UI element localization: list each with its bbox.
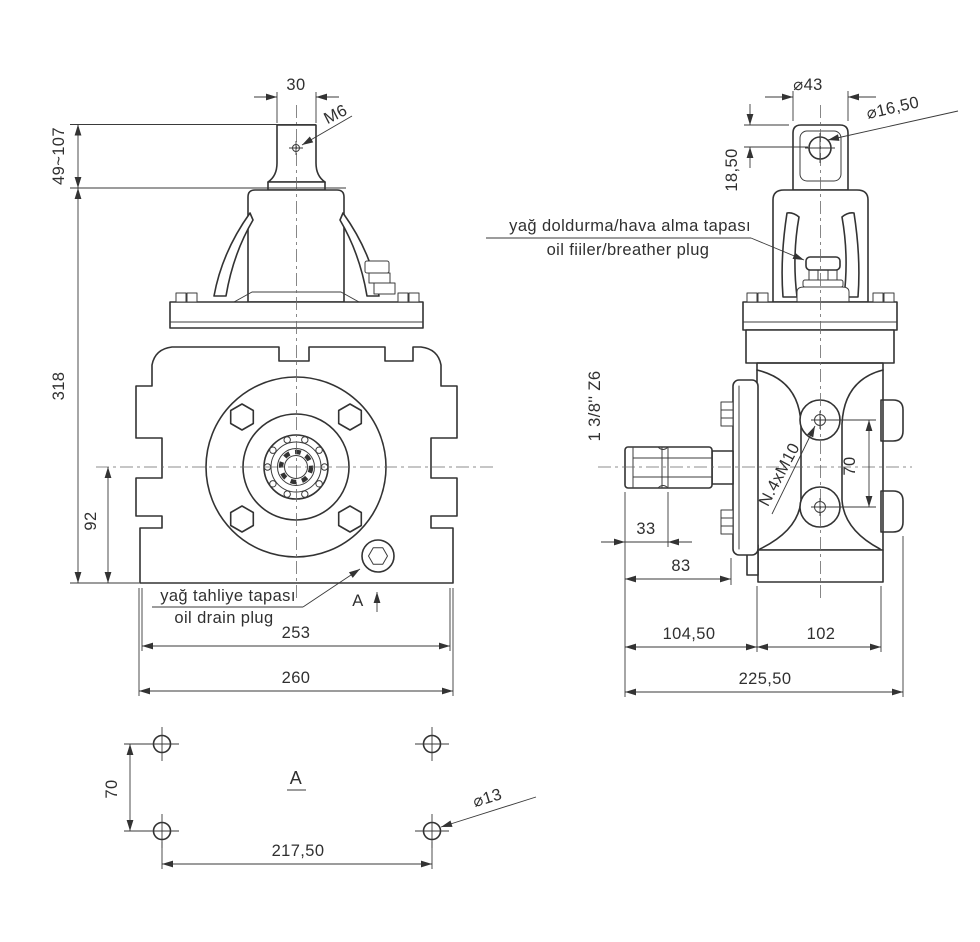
filler-plug-front-step1: [364, 260, 390, 274]
dim-70-bottom: 70: [103, 779, 121, 798]
side-cover-bolt: [746, 292, 758, 303]
oil-filler-label-tr: yağ doldurma/hava alma tapası: [509, 217, 751, 235]
dim-104-50: 104,50: [663, 625, 716, 643]
flange-bolt-side: [720, 509, 734, 535]
dim-33: 33: [636, 520, 655, 538]
flange-bolt-hex: [229, 403, 255, 431]
thread-label-m6: M6: [321, 101, 350, 128]
flange-bolt-hex: [337, 505, 363, 533]
filler-plug-hex: [808, 269, 838, 281]
cover-bolt: [175, 292, 187, 303]
spline-size-label: 1 3/8'' Z6: [586, 371, 604, 442]
side-cover-band: [742, 301, 898, 331]
side-view: [624, 124, 904, 583]
side-cover-bolt: [872, 292, 884, 303]
side-gusset-right: [841, 212, 860, 298]
gusset-right: [339, 212, 380, 297]
dimensions-bottom: 70 A ⌀13 217,50: [103, 743, 537, 869]
oil-filler-label-en: oil fiiler/breather plug: [547, 241, 710, 259]
filler-plug-cap: [805, 256, 841, 271]
dim-d13: ⌀13: [471, 785, 504, 811]
dim-102: 102: [807, 625, 836, 643]
dim-d43: ⌀43: [793, 76, 823, 94]
filler-plug-front-step2: [368, 272, 391, 284]
pto-plain-shaft: [711, 450, 734, 485]
dim-260: 260: [282, 669, 311, 687]
dim-217-50: 217,50: [272, 842, 325, 860]
bearing-balls: [263, 436, 329, 498]
dim-49-107: 49~107: [50, 127, 68, 185]
drain-plug: [361, 539, 395, 573]
flange-bolt-hex: [337, 403, 363, 431]
dim-225-50: 225,50: [739, 670, 792, 688]
flange-bolt-facets: [720, 517, 734, 527]
dim-318: 318: [50, 372, 68, 401]
oil-drain-label-tr: yağ tahliye tapası: [160, 587, 296, 605]
dim-92: 92: [82, 511, 100, 530]
turret-neck: [247, 189, 345, 303]
side-cover-bolt: [757, 292, 769, 303]
dimensions-side: yağ doldurma/hava alma tapası oil fiiler…: [486, 76, 959, 697]
dim-70-side: 70: [841, 456, 859, 475]
center-lines: [96, 105, 912, 600]
filler-plug-base: [796, 286, 850, 303]
filler-plug-front-step3: [373, 282, 396, 295]
rear-lug-bottom: [880, 490, 904, 533]
m6-crosshair: [289, 141, 303, 155]
dim-d16-50: ⌀16,50: [865, 93, 921, 123]
side-band-2: [745, 329, 895, 364]
mount-hole: [415, 727, 449, 761]
yoke-hole-crosshair: [805, 133, 835, 163]
flange-bolt-side: [720, 401, 734, 427]
flange-bolt-hex: [229, 505, 255, 533]
oil-drain-label-en: oil drain plug: [174, 609, 273, 627]
dim-253: 253: [282, 624, 311, 642]
dimensions-front: 30 M6 49~107 318 92 253 260 yağ tahliye …: [50, 76, 454, 696]
side-cover-bolt: [883, 292, 895, 303]
filler-plug-washer: [802, 279, 844, 288]
spline-details: [632, 446, 713, 489]
boss-crosshairs: [811, 411, 829, 516]
gusset-left: [213, 212, 254, 297]
cover-bolt: [186, 292, 198, 303]
dim-30: 30: [286, 76, 305, 94]
cover-bolt: [408, 292, 420, 303]
side-flange: [732, 379, 759, 556]
dim-83: 83: [671, 557, 690, 575]
dim-18-50: 18,50: [723, 148, 741, 191]
side-gusset-left: [781, 212, 800, 298]
rear-lug-top: [880, 399, 904, 442]
flange-bolt-facets: [720, 409, 734, 419]
section-arrow-label: A: [352, 592, 363, 610]
filler-plug-hex-facets: [817, 269, 829, 281]
view-label-a: A: [290, 768, 302, 788]
cover-bolt: [397, 292, 409, 303]
